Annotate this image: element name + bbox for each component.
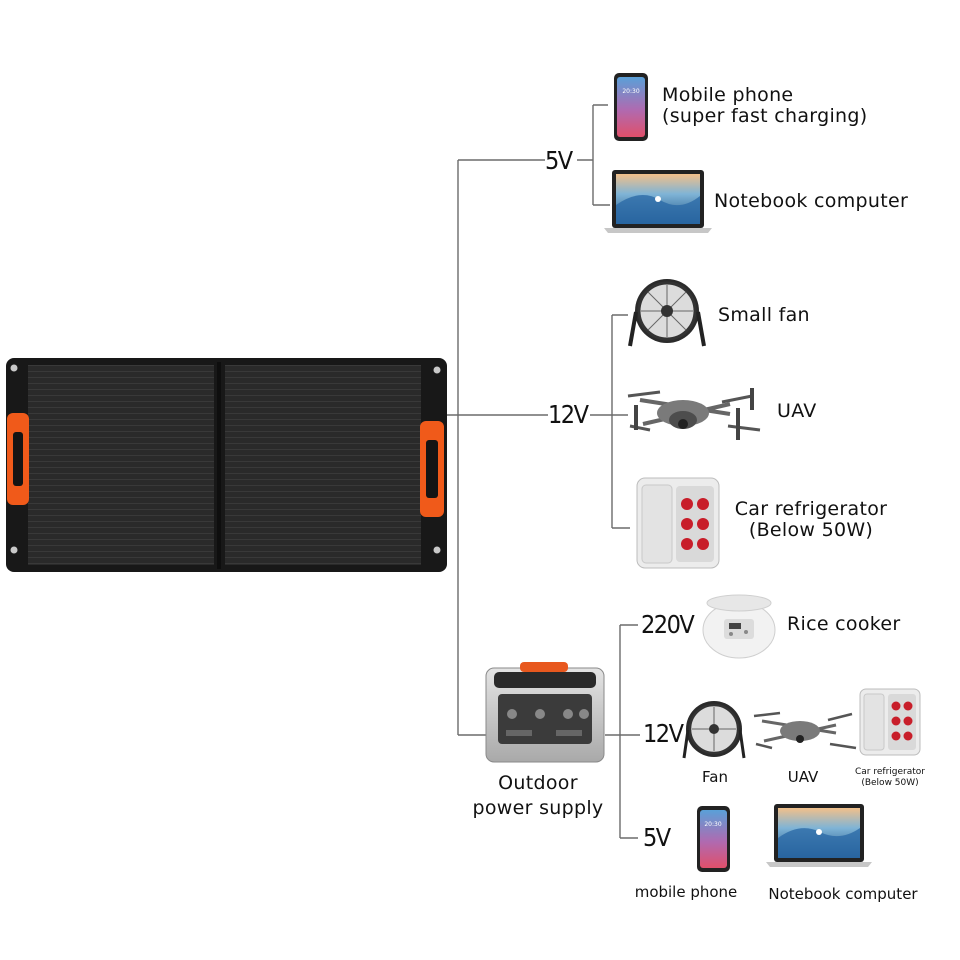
drone-icon [628,388,760,440]
bracket-12v [590,315,630,528]
mobile-phone-icon: 20:30 [697,806,730,872]
voltage-label-12v: 12V [548,400,588,429]
label-outdoor-power-supply: Outdoor power supply [473,771,604,821]
svg-text:20:30: 20:30 [704,821,721,828]
label-line: (Below 50W) [855,778,925,789]
car-refrigerator-icon [860,689,920,755]
label-uav: UAV [777,401,817,422]
label-line: (Below 50W) [735,520,888,541]
label-line: Outdoor [473,771,604,796]
label-mobile-phone-sub: mobile phone [635,883,738,901]
svg-text:20:30: 20:30 [622,88,639,95]
label-rice-cooker: Rice cooker [787,614,900,635]
solar-panel [6,358,447,572]
label-small-fan: Small fan [718,305,810,326]
voltage-label-220v: 220V [641,610,693,639]
label-fan: Fan [702,768,728,786]
laptop-icon [766,804,872,867]
label-mobile-phone: Mobile phone (super fast charging) [662,85,867,127]
fan-icon [684,701,744,758]
bracket-power-supply [605,625,640,838]
carry-handle-left [7,413,29,505]
label-line: (super fast charging) [662,106,867,127]
label-line: Mobile phone [662,85,867,106]
mobile-phone-icon: 20:30 [614,73,648,141]
label-notebook-computer: Notebook computer [714,191,908,212]
label-car-refrigerator-sub: Car refrigerator (Below 50W) [855,767,925,789]
power-station-icon [486,662,604,762]
laptop-icon [604,170,712,233]
car-refrigerator-icon [637,478,719,568]
voltage-label-12v-sub: 12V [643,719,683,748]
drone-icon [754,713,856,748]
label-line: Car refrigerator [735,499,888,520]
label-line: Car refrigerator [855,767,925,778]
bracket-5v [577,105,610,205]
label-line: power supply [473,796,604,821]
fan-icon [630,279,704,346]
carry-handle-right [420,421,444,517]
rice-cooker-icon [703,595,775,658]
voltage-label-5v: 5V [545,146,572,175]
label-notebook-computer-sub: Notebook computer [768,885,917,903]
voltage-label-5v-sub: 5V [643,823,670,852]
label-car-refrigerator: Car refrigerator (Below 50W) [735,499,888,541]
label-uav-sub: UAV [788,768,819,786]
